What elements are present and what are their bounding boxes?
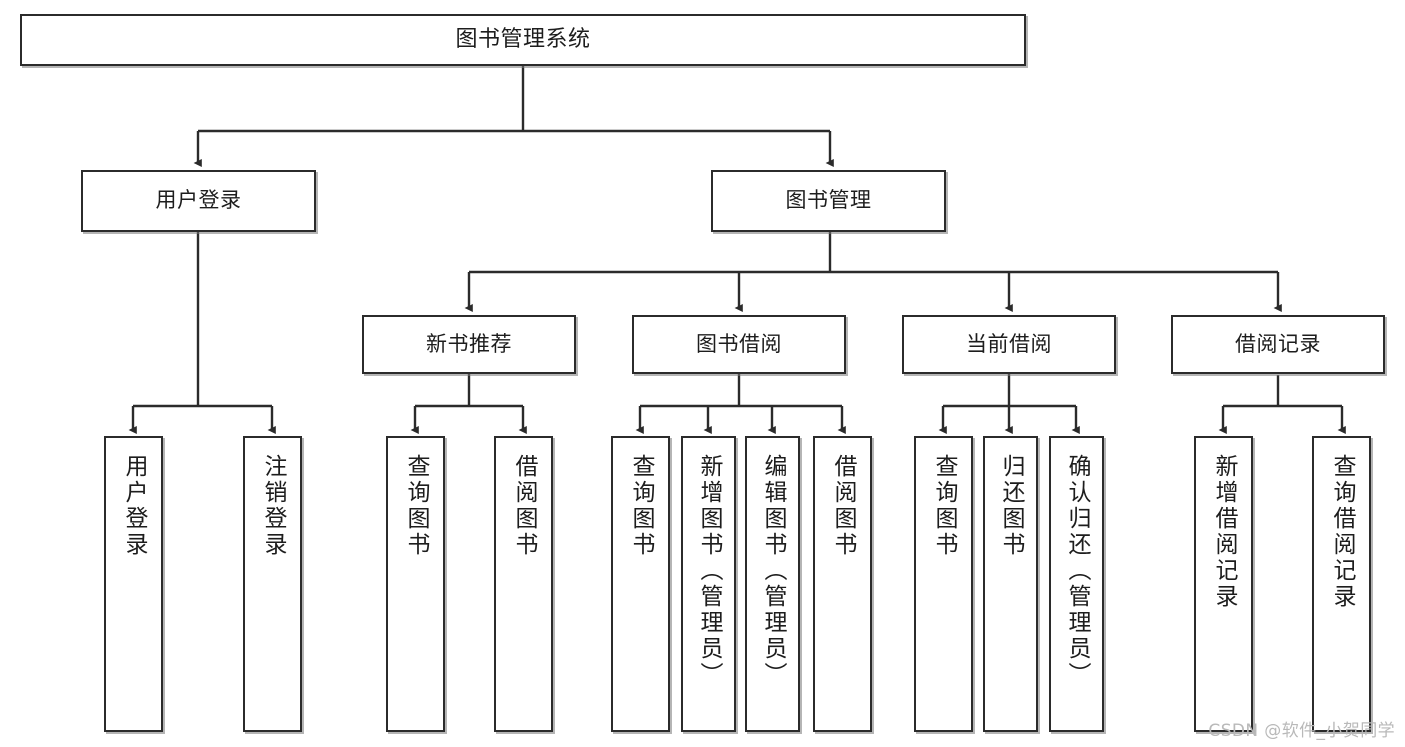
leaf-current-borrow-query-book[interactable]: 查询图书 xyxy=(914,436,973,732)
node-root-book-management-system[interactable]: 图书管理系统 xyxy=(20,14,1026,66)
node-label: 确认归还（管理员） xyxy=(1064,454,1090,688)
leaf-borrow-records-add-record[interactable]: 新增借阅记录 xyxy=(1194,436,1253,732)
node-current-borrow[interactable]: 当前借阅 xyxy=(902,315,1116,374)
node-label: 图书管理 xyxy=(785,188,872,213)
leaf-book-borrow-query-book[interactable]: 查询图书 xyxy=(611,436,670,732)
node-label: 查询图书 xyxy=(628,454,654,558)
node-label: 编辑图书（管理员） xyxy=(760,454,786,688)
node-book-management[interactable]: 图书管理 xyxy=(711,170,946,232)
node-label: 查询借阅记录 xyxy=(1329,454,1355,610)
leaf-user-login-logout[interactable]: 注销登录 xyxy=(243,436,302,732)
leaf-new-book-query-book[interactable]: 查询图书 xyxy=(386,436,445,732)
leaf-current-borrow-confirm-return-admin[interactable]: 确认归还（管理员） xyxy=(1049,436,1104,732)
node-label: 借阅图书 xyxy=(511,454,537,558)
node-label: 新增借阅记录 xyxy=(1211,454,1237,610)
node-new-book-recommend[interactable]: 新书推荐 xyxy=(362,315,576,374)
node-label: 借阅记录 xyxy=(1235,331,1321,356)
node-label: 新增图书（管理员） xyxy=(696,454,722,688)
node-user-login[interactable]: 用户登录 xyxy=(81,170,316,232)
leaf-new-book-borrow-book[interactable]: 借阅图书 xyxy=(494,436,553,732)
csdn-watermark: CSDN @软件_小贺同学 xyxy=(1208,721,1395,741)
node-label: 注销登录 xyxy=(260,454,286,558)
node-label: 新书推荐 xyxy=(426,331,512,356)
leaf-borrow-records-query-record[interactable]: 查询借阅记录 xyxy=(1312,436,1371,732)
node-label: 图书借阅 xyxy=(696,331,782,356)
leaf-user-login-login[interactable]: 用户登录 xyxy=(104,436,163,732)
node-label: 用户登录 xyxy=(155,188,242,213)
node-label: 当前借阅 xyxy=(966,331,1052,356)
node-label: 查询图书 xyxy=(403,454,429,558)
leaf-current-borrow-return-book[interactable]: 归还图书 xyxy=(983,436,1038,732)
node-label: 图书管理系统 xyxy=(455,26,591,52)
leaf-book-borrow-edit-book-admin[interactable]: 编辑图书（管理员） xyxy=(745,436,800,732)
node-label: 借阅图书 xyxy=(830,454,856,558)
node-borrow-records[interactable]: 借阅记录 xyxy=(1171,315,1385,374)
node-label: 查询图书 xyxy=(931,454,957,558)
leaf-book-borrow-borrow-book[interactable]: 借阅图书 xyxy=(813,436,872,732)
node-book-borrow[interactable]: 图书借阅 xyxy=(632,315,846,374)
node-label: 归还图书 xyxy=(998,454,1024,558)
leaf-book-borrow-add-book-admin[interactable]: 新增图书（管理员） xyxy=(681,436,736,732)
node-label: 用户登录 xyxy=(121,454,147,558)
